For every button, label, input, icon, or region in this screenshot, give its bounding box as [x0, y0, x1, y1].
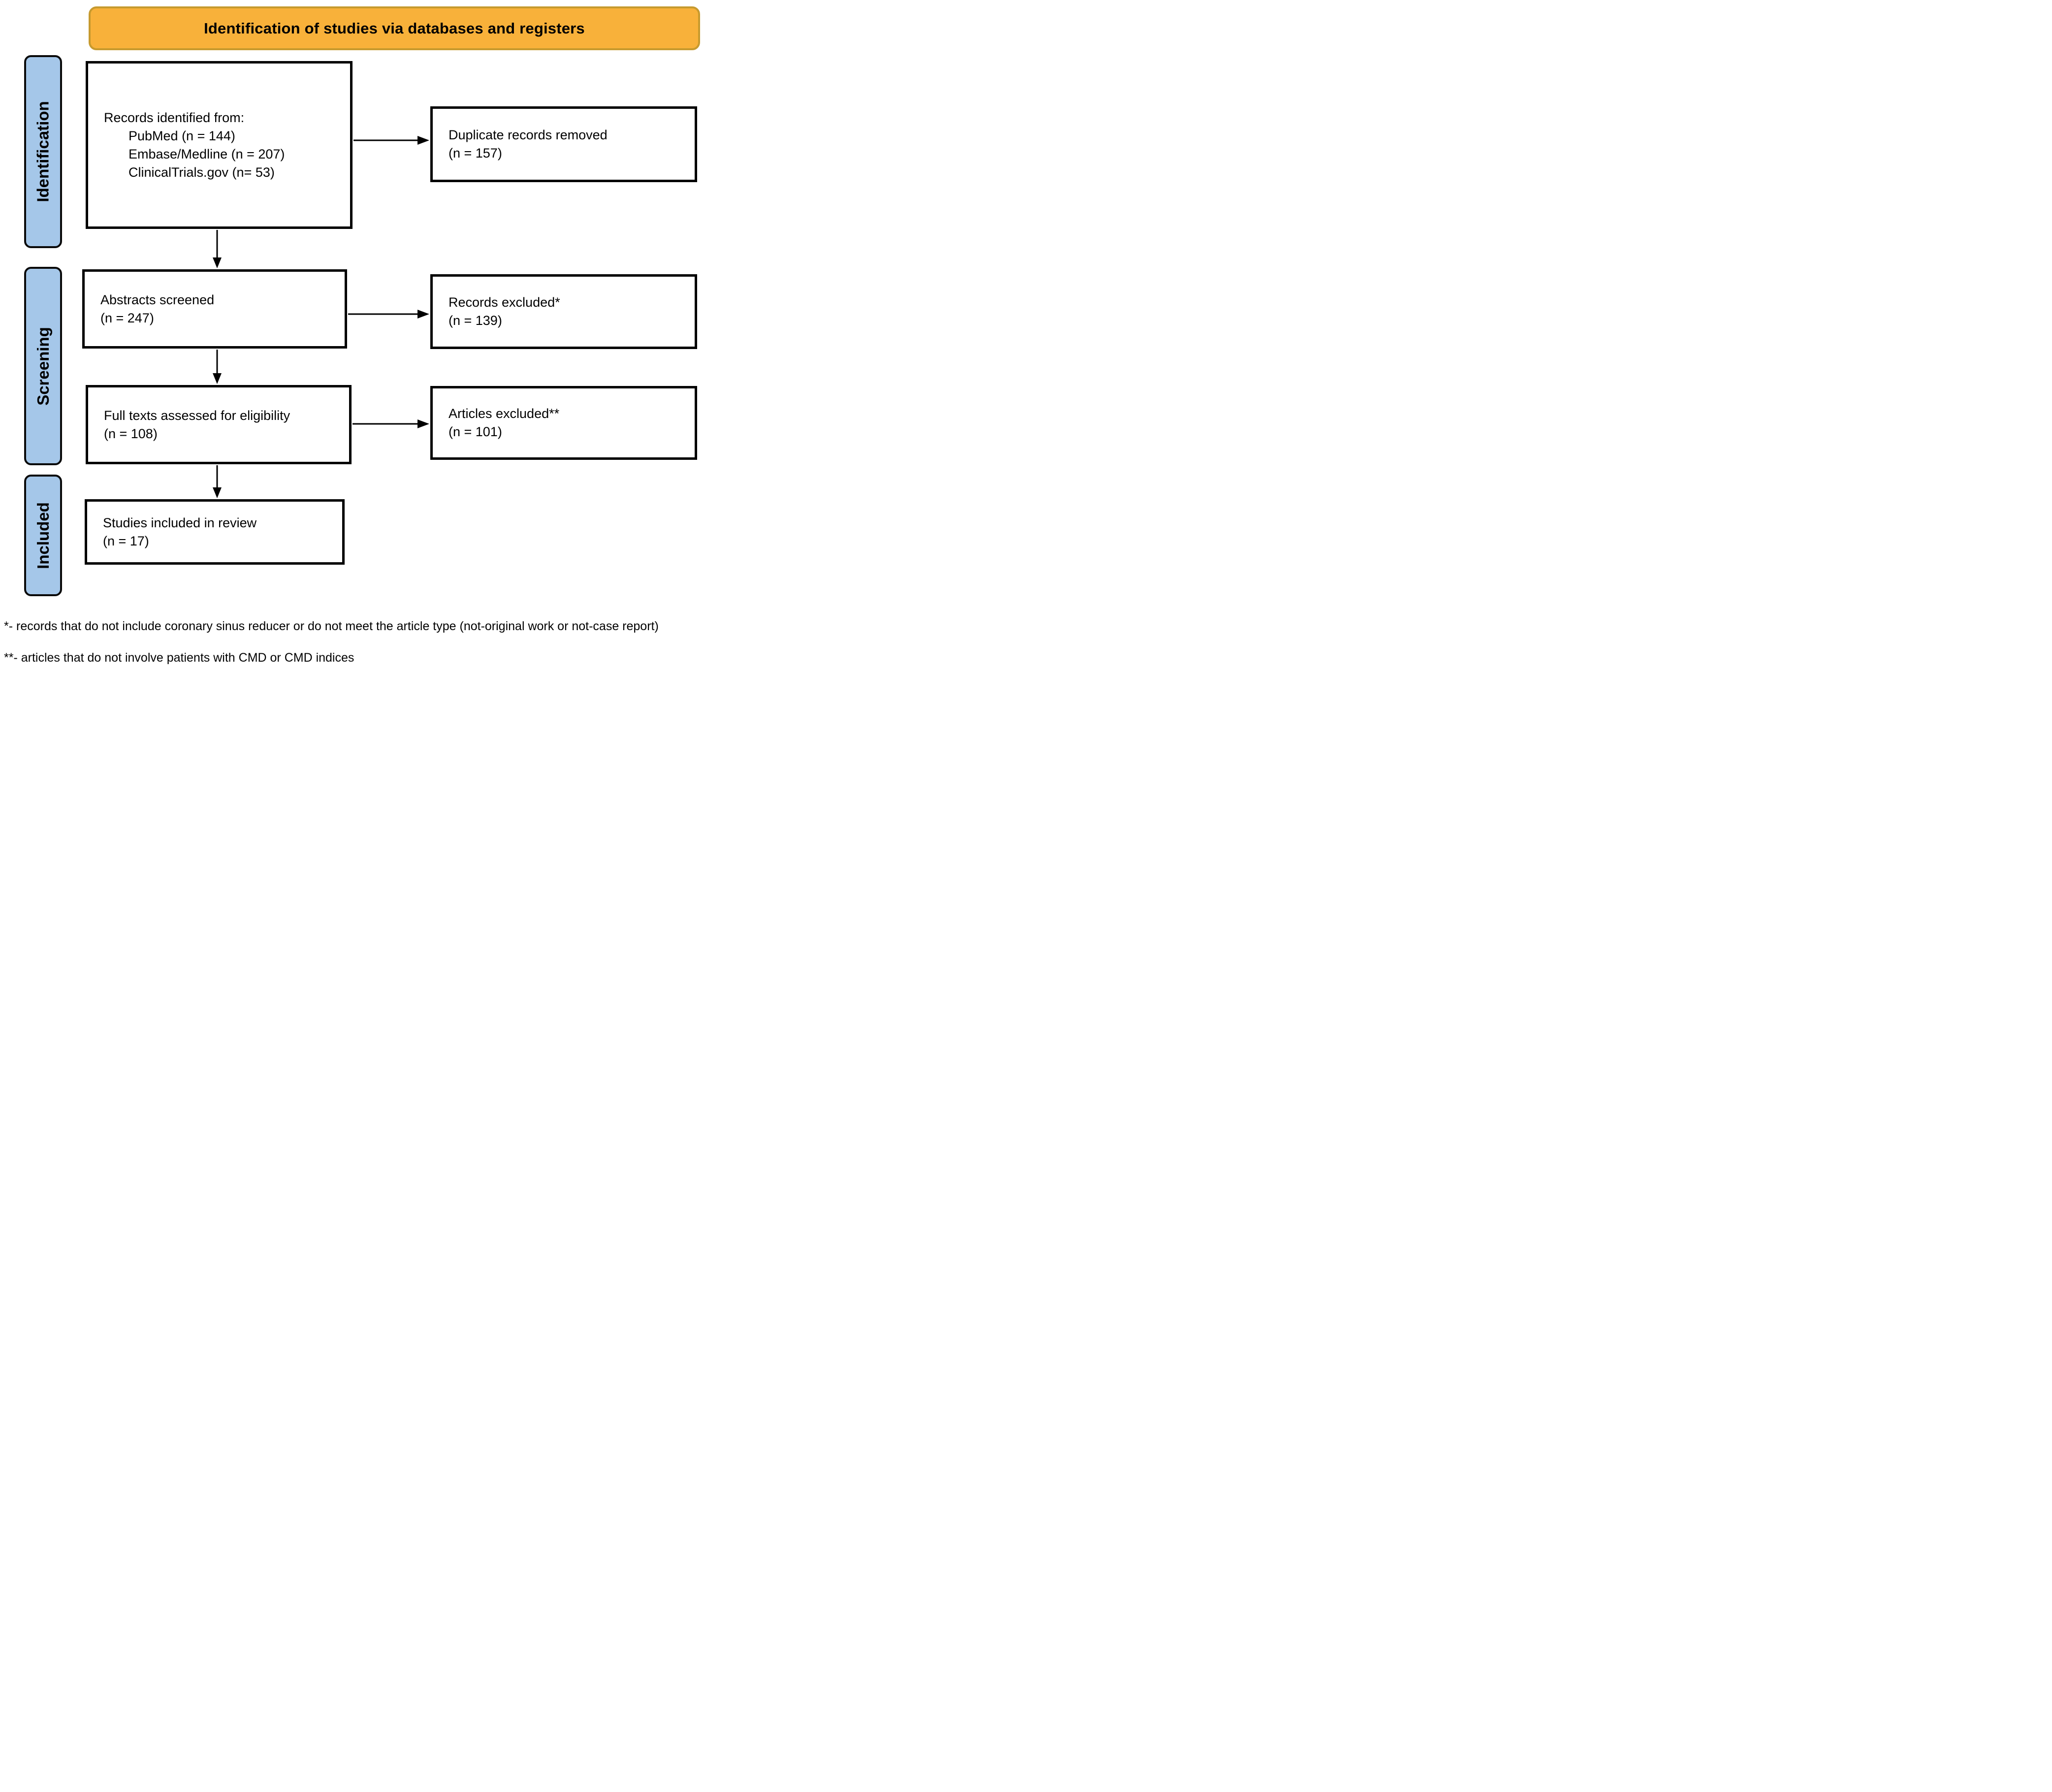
abstracts-screened-count: (n = 247) — [100, 310, 154, 325]
full-texts-assessed-box: Full texts assessed for eligibility (n =… — [86, 385, 352, 464]
arrow-abstracts-to-fulltexts — [213, 350, 222, 384]
arrow-abstracts-to-records-excluded — [348, 310, 429, 319]
arrow-records-to-abstracts — [213, 230, 222, 268]
articles-excluded-count: (n = 101) — [449, 424, 502, 439]
stage-label-identification: Identification — [24, 55, 62, 248]
records-excluded-count: (n = 139) — [449, 313, 502, 328]
prisma-flow-diagram: Identification of studies via databases … — [0, 0, 770, 672]
full-texts-assessed-count: (n = 108) — [104, 426, 158, 441]
records-identified-clinicaltrials: ClinicalTrials.gov (n= 53) — [128, 164, 275, 180]
arrow-fulltexts-to-articles-excluded — [353, 419, 429, 428]
records-identified-line: Records identified from: — [104, 110, 245, 125]
stage-label-included: Included — [24, 475, 62, 596]
banner-identification-of-studies: Identification of studies via databases … — [89, 6, 700, 50]
records-identified-embase: Embase/Medline (n = 207) — [128, 146, 285, 161]
abstracts-screened-box: Abstracts screened (n = 247) — [82, 269, 347, 349]
duplicates-removed-box: Duplicate records removed (n = 157) — [430, 106, 697, 182]
duplicates-removed-count: (n = 157) — [449, 146, 502, 160]
studies-included-count: (n = 17) — [103, 533, 149, 548]
stage-label-identification-text: Identification — [33, 101, 52, 202]
abstracts-screened-line: Abstracts screened — [100, 292, 215, 307]
records-identified-pubmed: PubMed (n = 144) — [128, 128, 235, 143]
records-excluded-line: Records excluded* — [449, 295, 560, 310]
articles-excluded-line: Articles excluded** — [449, 406, 560, 421]
full-texts-assessed-line: Full texts assessed for eligibility — [104, 408, 290, 423]
footnote-records-excluded: *- records that do not include coronary … — [4, 619, 659, 633]
studies-included-line: Studies included in review — [103, 515, 257, 530]
records-excluded-box: Records excluded* (n = 139) — [430, 274, 697, 349]
banner-title: Identification of studies via databases … — [204, 19, 585, 37]
footnote-articles-excluded: **- articles that do not involve patient… — [4, 651, 354, 665]
stage-label-included-text: Included — [33, 502, 52, 569]
articles-excluded-box: Articles excluded** (n = 101) — [430, 386, 697, 460]
duplicates-removed-line: Duplicate records removed — [449, 128, 608, 142]
studies-included-box: Studies included in review (n = 17) — [85, 499, 345, 565]
records-identified-box: Records identified from: PubMed (n = 144… — [86, 61, 353, 229]
stage-label-screening-text: Screening — [33, 326, 52, 406]
arrow-records-to-duplicates — [353, 136, 429, 145]
stage-label-screening: Screening — [24, 267, 62, 465]
arrow-fulltexts-to-included — [213, 465, 222, 498]
